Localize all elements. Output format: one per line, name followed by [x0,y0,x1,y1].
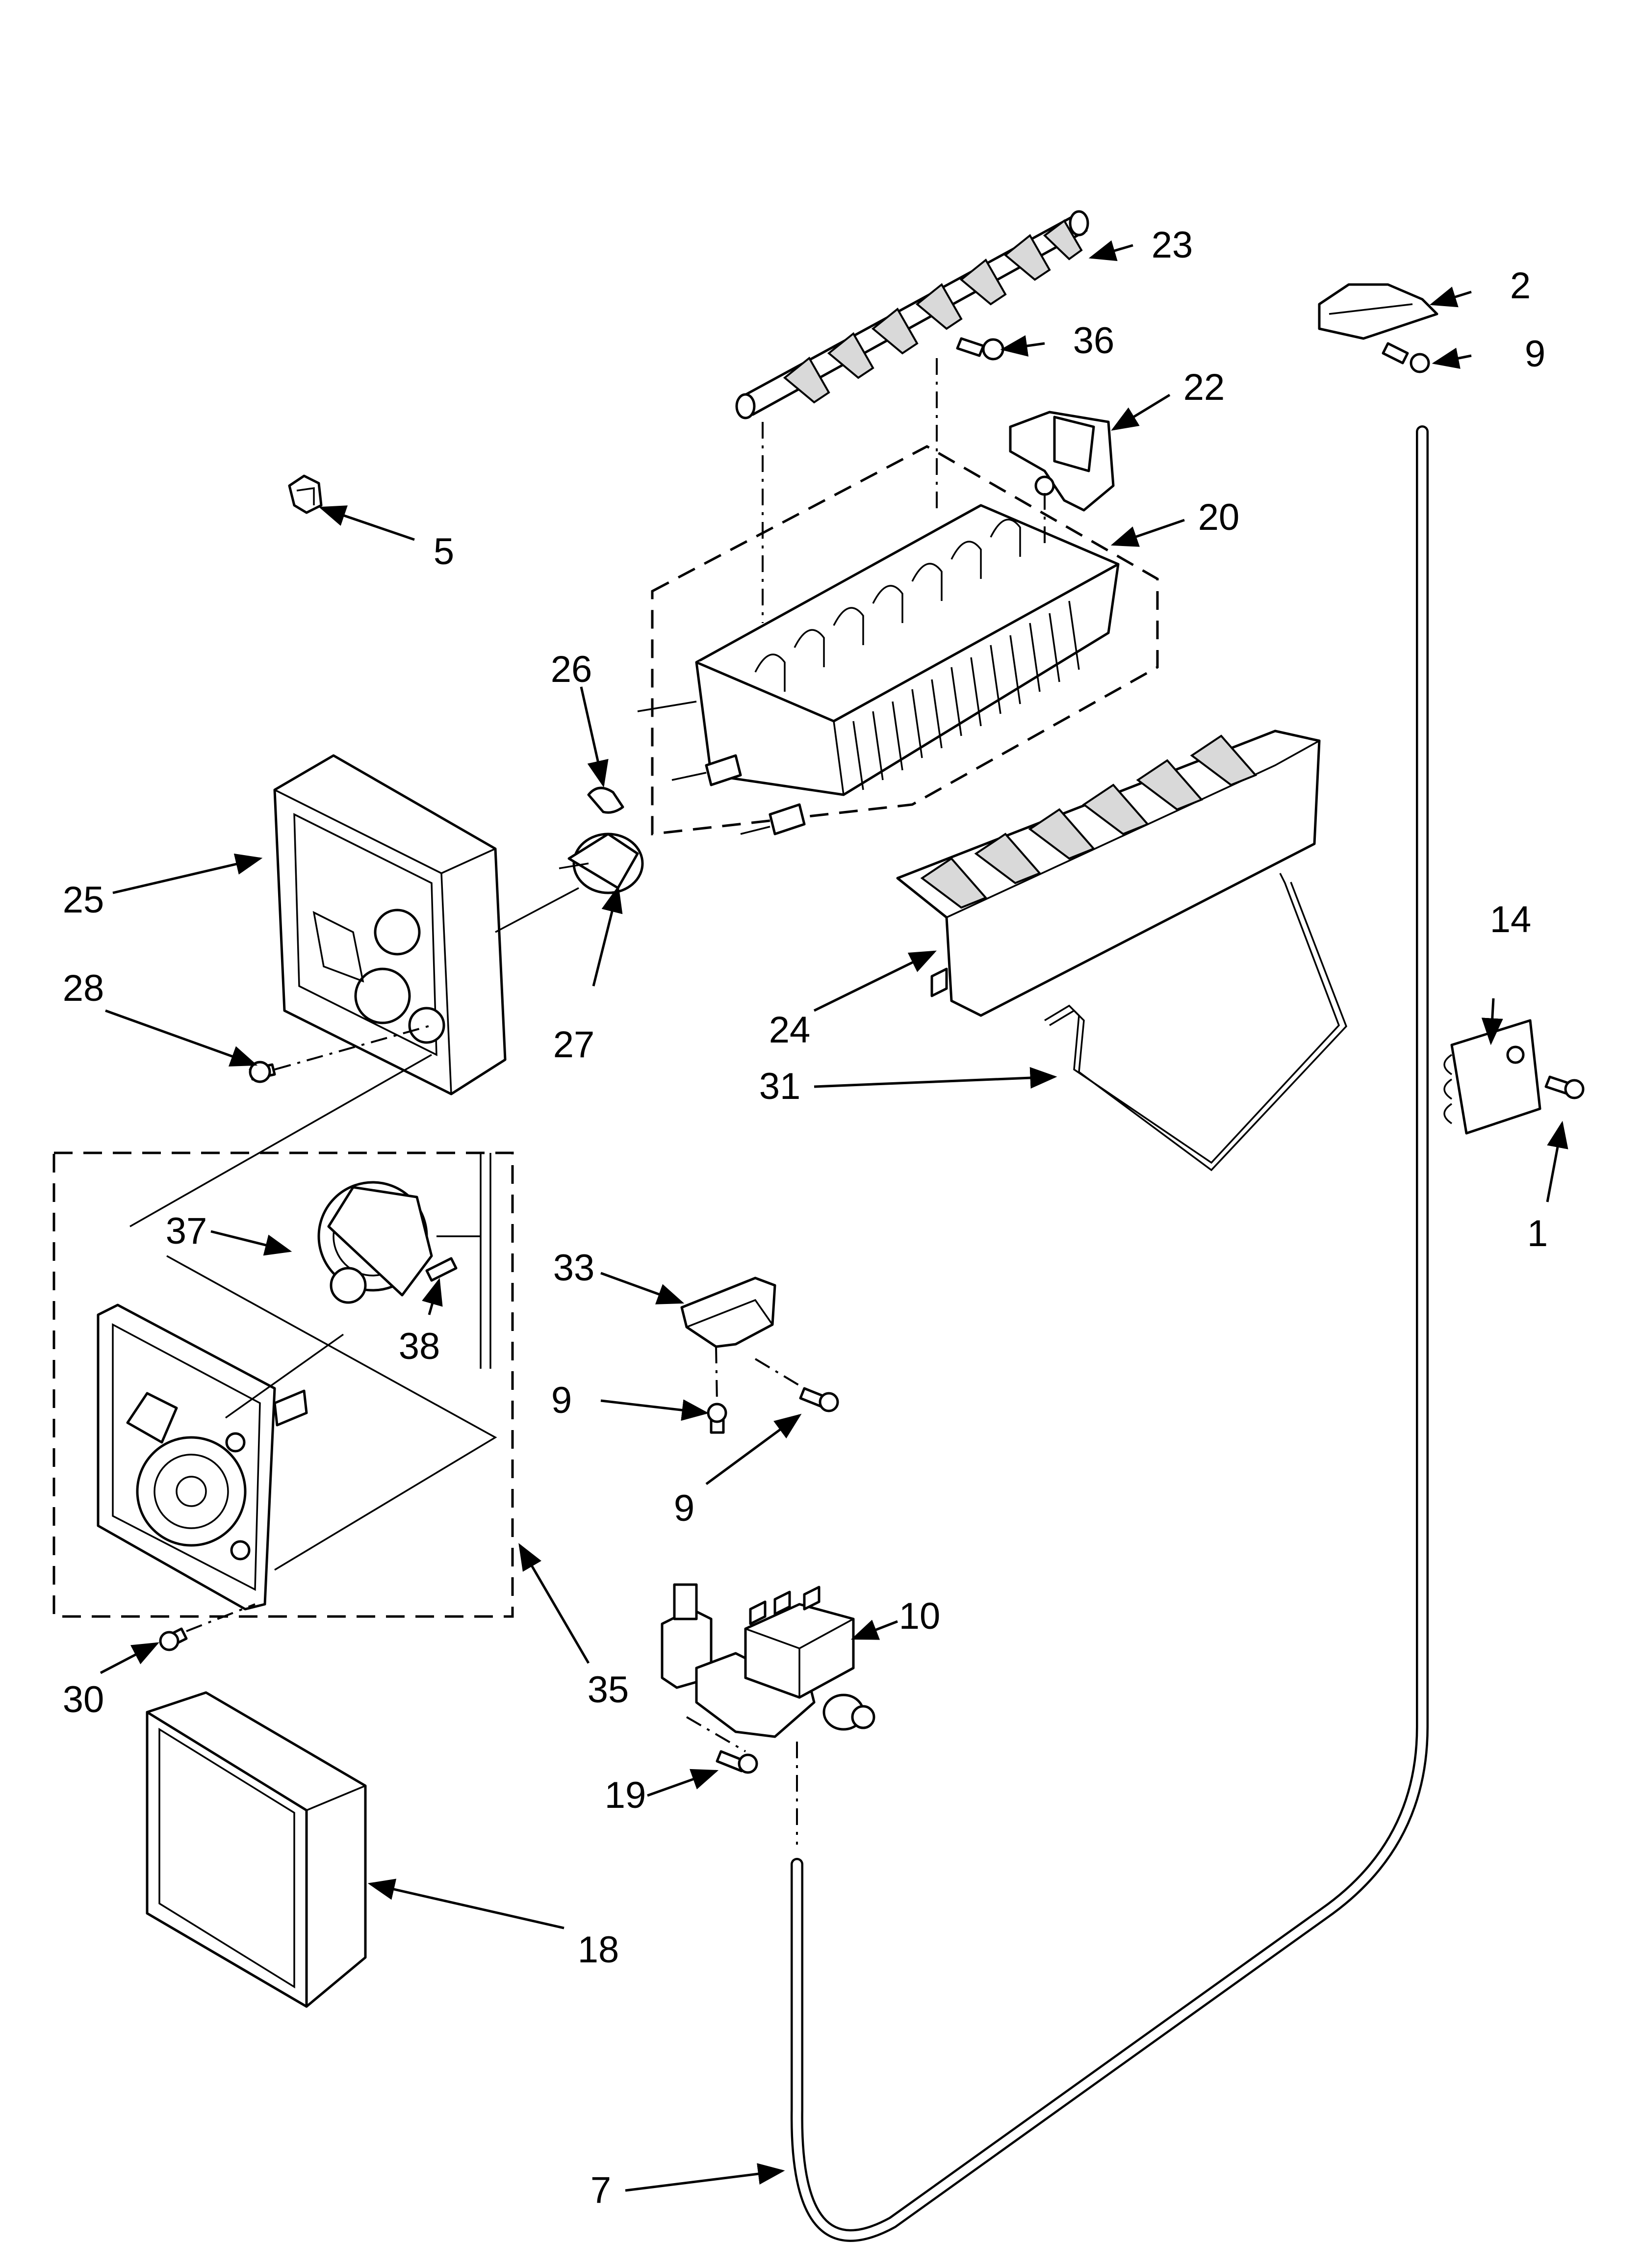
callout-22: 22 [1183,366,1225,408]
callout-10: 10 [899,1595,941,1637]
cover-part [146,1691,367,2008]
callout-31: 31 [759,1066,801,1107]
callout-35: 35 [588,1669,629,1711]
water-valve-part [661,1583,875,1738]
tube-clamp-part [1443,1019,1541,1135]
callout-27: 27 [553,1024,595,1066]
callout-38: 38 [399,1326,440,1367]
screw-icon [707,1403,727,1434]
callout-5: 5 [434,531,454,573]
callout-25: 25 [63,879,104,921]
callout-19: 19 [605,1774,646,1816]
callout-20: 20 [1198,496,1240,538]
callout-26: 26 [551,649,592,690]
ice-mold-part [637,445,1159,835]
callout-7: 7 [590,2169,611,2211]
callout-24: 24 [769,1009,811,1051]
callout-1: 1 [1527,1213,1548,1254]
module-assembly-box [52,1054,514,1618]
callout-9-b: 9 [551,1380,572,1421]
screw-icon [1544,1075,1585,1099]
callout-23: 23 [1152,224,1193,266]
callout-14: 14 [1490,899,1532,940]
screw-icon [159,1627,188,1651]
valve-bracket-part [680,1277,776,1348]
callout-18: 18 [578,1929,619,1971]
screw-icon [799,1387,839,1412]
control-housing-part [273,754,579,1095]
bracket-part [1318,283,1438,340]
callout-30: 30 [63,1679,104,1721]
module-plate-part [97,1303,344,1611]
callout-2: 2 [1510,265,1531,307]
screw-icon [1382,342,1430,373]
callout-9-a: 9 [1525,333,1545,375]
callout-28: 28 [63,967,104,1009]
screw-icon [956,337,1004,361]
screw-icon [716,1750,758,1774]
motor-part [317,1153,491,1369]
callout-33: 33 [553,1247,595,1289]
water-tube-part [790,425,1429,2242]
thermostat-clip-part [587,786,624,814]
thermostat-part [559,833,644,894]
callout-36: 36 [1073,320,1115,362]
fill-cup-part [1009,411,1115,512]
ejector-part [735,210,1089,419]
leader-lines [100,240,1568,2192]
clip-part [288,474,323,514]
shutoff-arm-part [1044,873,1348,1172]
screw-icon [249,1061,276,1083]
callout-labels: 1 2 5 7 9 9 9 10 14 18 19 20 22 23 24 25… [63,224,1548,2211]
callout-37: 37 [166,1210,207,1252]
screw-icon [425,1257,458,1282]
stripper-part [896,730,1321,1017]
callout-9-c: 9 [674,1487,694,1529]
